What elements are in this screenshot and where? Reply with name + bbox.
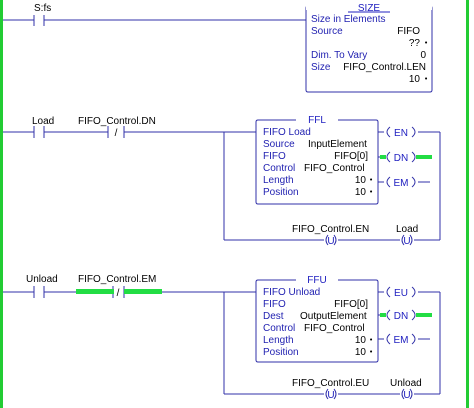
size-dim-value: 0 — [420, 50, 426, 61]
ffl-fifo-value: FIFO[0] — [334, 151, 368, 162]
unlatch-coil-icon — [401, 388, 413, 400]
ffl-length-value: 10 — [355, 175, 367, 186]
size-source-label: Source — [311, 26, 343, 37]
ffu-control-label: Control — [263, 323, 295, 334]
unlatch-symbol: U — [327, 390, 334, 401]
size-source-value2: ?? — [409, 38, 421, 49]
ffl-control-value: FIFO_Control — [304, 163, 365, 174]
nc-contact-symbol: / — [117, 288, 120, 299]
unlatch-coil-icon — [325, 388, 337, 400]
dn-energized-marker — [416, 155, 432, 159]
load-contact-tag: Load — [32, 116, 54, 127]
unlatch-coil-icon — [401, 234, 413, 246]
ffu-position-value: 10 — [355, 347, 367, 358]
unlatch-symbol: U — [327, 236, 334, 247]
dot-arrow-icon: • — [369, 336, 373, 344]
size-title: SIZE — [358, 3, 381, 14]
dn-energized-marker — [380, 155, 386, 159]
dot-arrow-icon: • — [369, 348, 373, 356]
ffu-eu-output: EU — [394, 288, 408, 299]
size-size-value: 10 — [409, 74, 421, 85]
size-source-value: FIFO — [397, 26, 420, 37]
ffu-fifo-value: FIFO[0] — [334, 299, 368, 310]
ffu-dn-output: DN — [394, 311, 408, 322]
fifo-eu-coil-tag: FIFO_Control.EU — [292, 378, 369, 389]
en-output-icon — [386, 126, 416, 138]
ffl-em-output: EM — [394, 178, 409, 189]
dn-output-icon — [386, 309, 416, 321]
fifo-em-contact-tag: FIFO_Control.EM — [78, 274, 156, 285]
load-coil-tag: Load — [396, 224, 418, 235]
rung-2[interactable] — [3, 279, 441, 400]
size-size-label: Size — [311, 62, 331, 73]
ffl-instruction-box[interactable] — [255, 119, 379, 205]
ffl-en-output: EN — [394, 128, 408, 139]
ffl-position-value: 10 — [355, 187, 367, 198]
nc-contact-symbol: / — [115, 128, 118, 139]
dn-output-icon — [386, 151, 416, 163]
unload-contact-tag: Unload — [26, 274, 58, 285]
size-size-tag: FIFO_Control.LEN — [343, 62, 426, 73]
ffu-length-label: Length — [263, 335, 294, 346]
left-power-rail — [0, 0, 3, 408]
ffu-position-label: Position — [263, 347, 299, 358]
ffu-control-value: FIFO_Control — [304, 323, 365, 334]
unlatch-coil-icon — [325, 234, 337, 246]
ffu-name: FIFO Unload — [263, 287, 320, 298]
dot-arrow-icon: • — [369, 176, 373, 184]
ffl-length-label: Length — [263, 175, 294, 186]
dot-arrow-icon: • — [424, 75, 428, 83]
sfs-contact-tag: S:fs — [34, 3, 51, 14]
dn-energized-marker — [380, 313, 386, 317]
em-output-icon — [386, 333, 416, 345]
unload-coil-tag: Unload — [390, 378, 422, 389]
em-energized-marker — [124, 289, 162, 294]
ffl-name: FIFO Load — [263, 127, 311, 138]
ffl-title: FFL — [308, 115, 326, 126]
eu-output-icon — [386, 286, 416, 298]
ffl-source-label: Source — [263, 139, 295, 150]
unlatch-symbol: U — [403, 236, 410, 247]
ffu-fifo-label: FIFO — [263, 299, 286, 310]
ffu-length-value: 10 — [355, 335, 367, 346]
size-dim-label: Dim. To Vary — [311, 50, 367, 61]
rung-1[interactable] — [3, 119, 441, 246]
dot-arrow-icon: • — [369, 188, 373, 196]
unlatch-symbol: U — [403, 390, 410, 401]
ffl-control-label: Control — [263, 163, 295, 174]
ffl-source-value: InputElement — [308, 139, 367, 150]
dn-energized-marker — [416, 313, 432, 317]
ffu-dest-label: Dest — [263, 311, 284, 322]
em-output-icon — [386, 176, 416, 188]
ffu-em-output: EM — [394, 335, 409, 346]
em-energized-marker — [76, 289, 114, 294]
fifo-en-coil-tag: FIFO_Control.EN — [292, 224, 369, 235]
dot-arrow-icon: • — [424, 39, 428, 47]
ffu-dest-value: OutputElement — [300, 311, 367, 322]
fifo-dn-contact-tag: FIFO_Control.DN — [78, 116, 156, 127]
ffu-title: FFU — [307, 275, 326, 286]
ffl-position-label: Position — [263, 187, 299, 198]
ffl-fifo-label: FIFO — [263, 151, 286, 162]
size-subtitle: Size in Elements — [311, 14, 385, 25]
ffl-dn-output: DN — [394, 153, 408, 164]
ffu-instruction-box[interactable] — [255, 279, 379, 363]
right-power-rail — [466, 0, 469, 408]
